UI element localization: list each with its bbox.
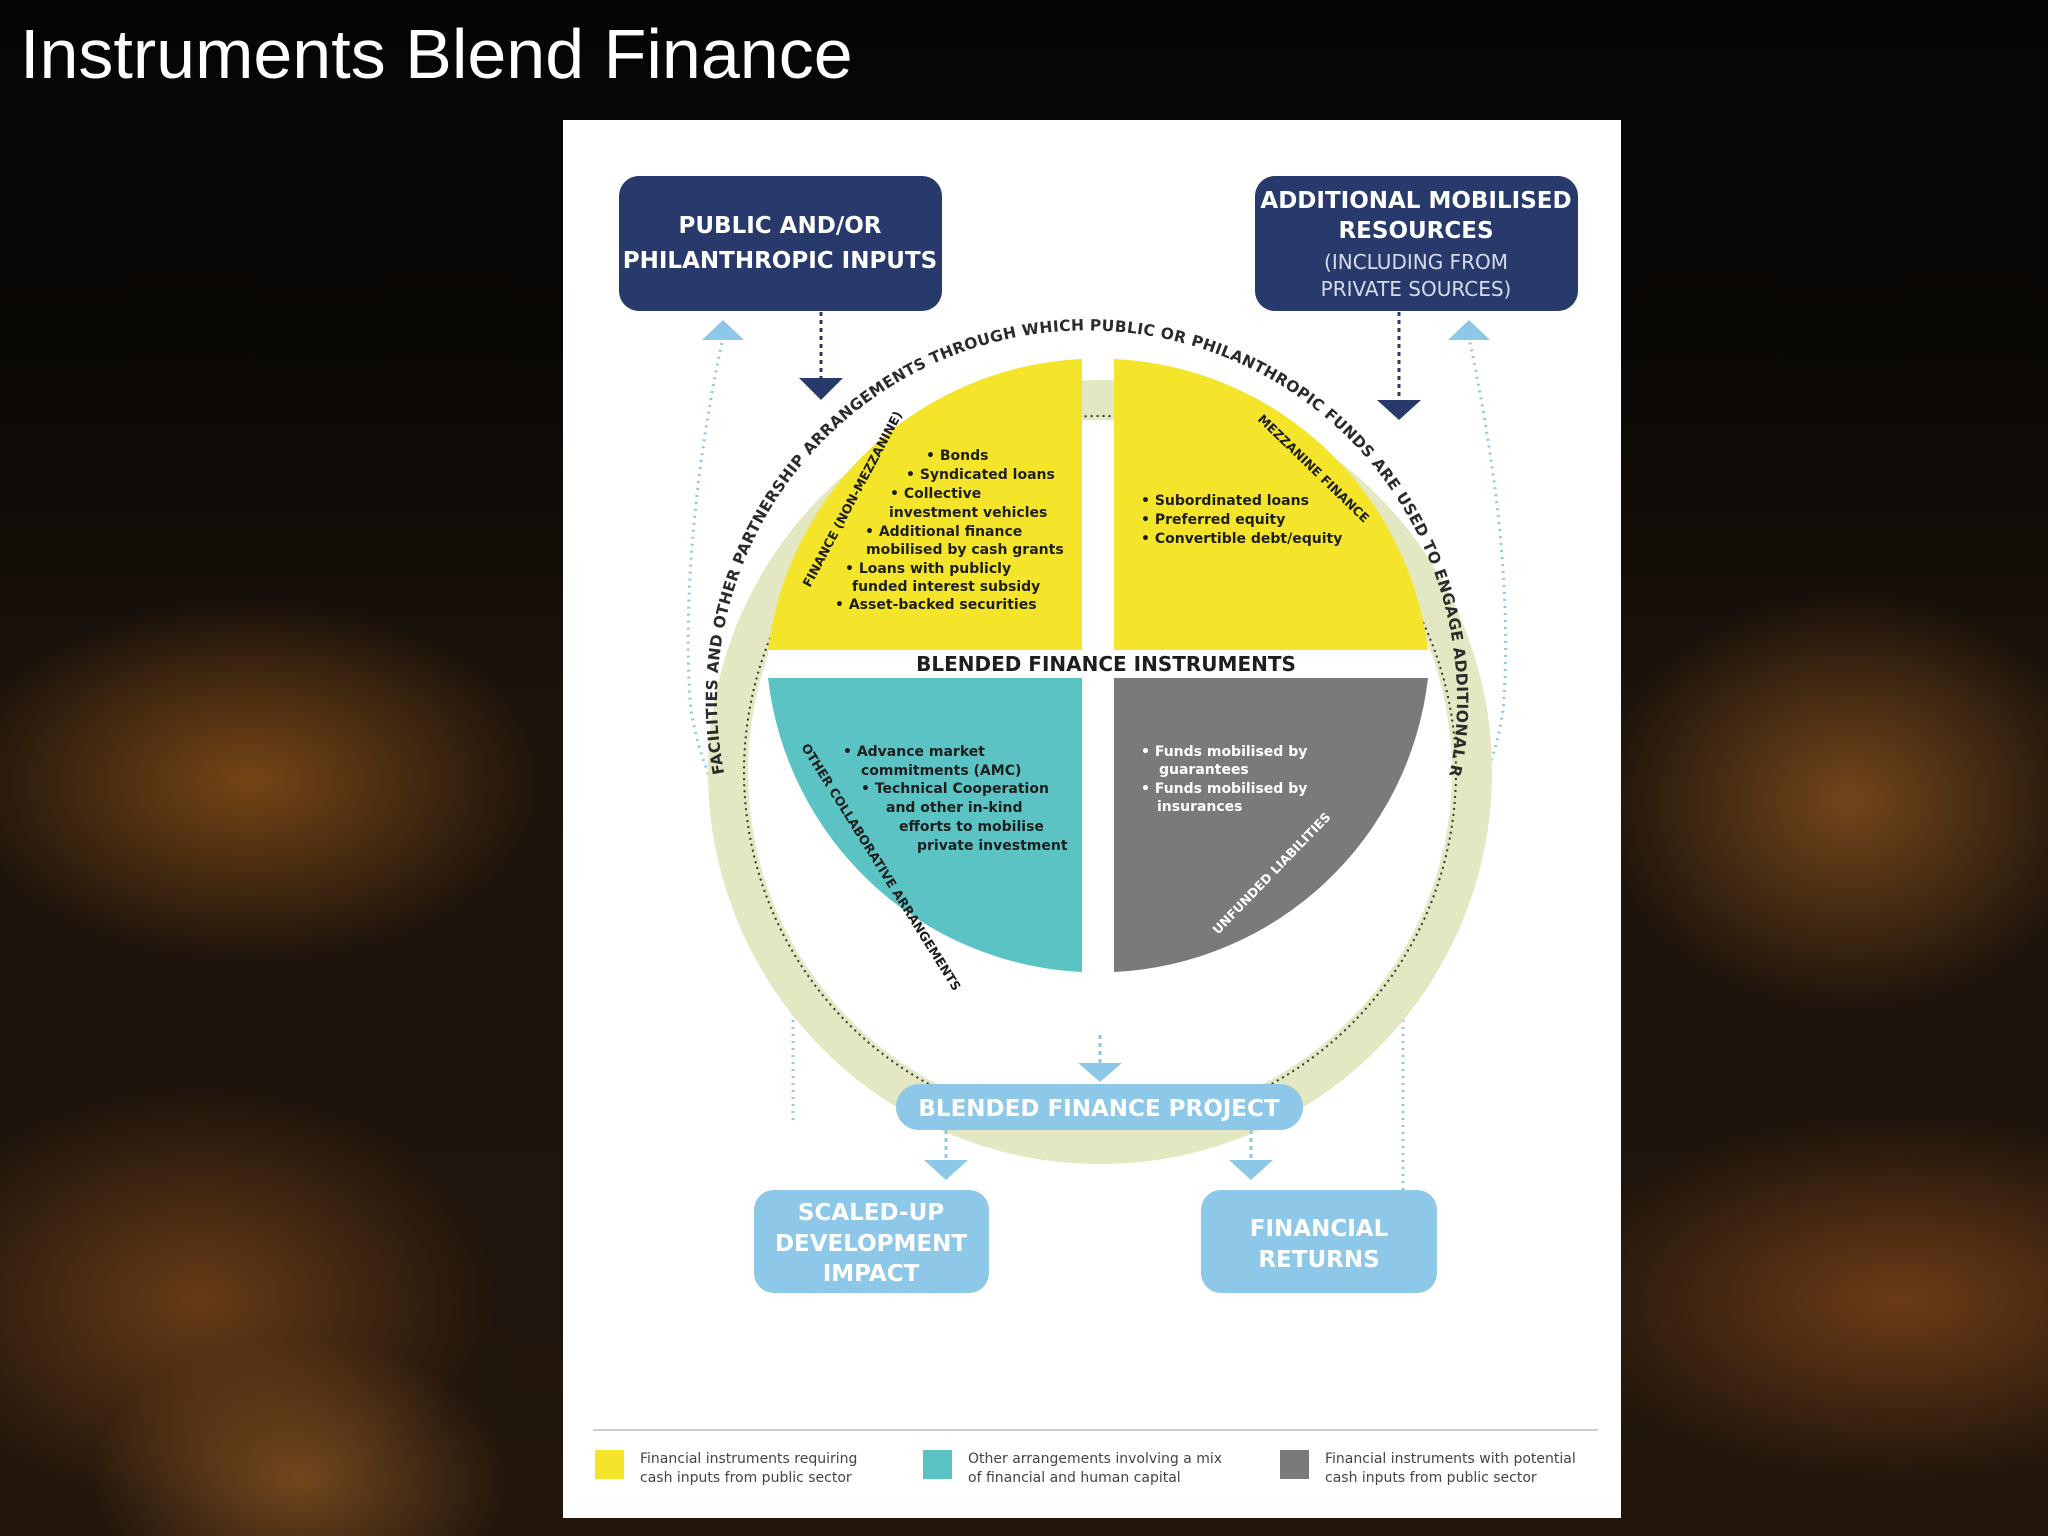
box-line: SCALED-UP: [798, 1200, 944, 1226]
list-item: • Bonds: [926, 448, 988, 464]
legend-text: of financial and human capital: [968, 1470, 1181, 1486]
list-item: insurances: [1157, 799, 1243, 815]
blended-finance-project-box: BLENDED FINANCE PROJECT: [896, 1084, 1303, 1130]
list-item: investment vehicles: [889, 505, 1047, 521]
box-line: RESOURCES: [1338, 218, 1493, 244]
list-item: commitments (AMC): [861, 763, 1021, 779]
list-item: • Funds mobilised by: [1141, 744, 1307, 760]
legend: Financial instruments requiring cash inp…: [595, 1450, 1576, 1486]
legend-text: Other arrangements involving a mix: [968, 1451, 1222, 1467]
center-band: [768, 650, 1428, 678]
returns-arrow-head: [1229, 1160, 1273, 1180]
box-line: ADDITIONAL MOBILISED: [1260, 188, 1571, 214]
list-item: • Advance market: [843, 744, 985, 760]
list-item: and other in-kind: [886, 800, 1023, 816]
box-line: PUBLIC AND/OR: [679, 213, 882, 239]
list-item: • Syndicated loans: [906, 467, 1055, 483]
impact-arrow-head: [924, 1160, 968, 1180]
legend-swatch-teal: [923, 1450, 952, 1479]
input-arrow-head: [799, 378, 843, 400]
list-item: • Technical Cooperation: [861, 781, 1049, 797]
list-item: guarantees: [1159, 762, 1249, 778]
bottom-left-items: • Advance market commitments (AMC) • Tec…: [843, 744, 1068, 854]
list-item: funded interest subsidy: [852, 579, 1040, 595]
legend-swatch-gray: [1280, 1450, 1309, 1479]
slide-title: Instruments Blend Finance: [20, 15, 853, 93]
list-item: private investment: [917, 838, 1068, 854]
list-item: • Additional finance: [865, 524, 1022, 540]
scaled-up-development-impact-box: SCALED-UP DEVELOPMENT IMPACT: [754, 1190, 989, 1293]
right-feedback-arrowhead: [1448, 320, 1490, 340]
legend-text: Financial instruments requiring: [640, 1451, 857, 1467]
legend-text: cash inputs from public sector: [1325, 1470, 1537, 1486]
box-line: FINANCIAL: [1250, 1216, 1389, 1242]
top-left-items: • Bonds • Syndicated loans • Collective …: [835, 448, 1064, 613]
list-item: • Asset-backed securities: [835, 597, 1037, 613]
left-feedback-arrowhead: [702, 320, 744, 340]
box-line: DEVELOPMENT: [775, 1231, 967, 1257]
project-label: BLENDED FINANCE PROJECT: [918, 1096, 1279, 1122]
public-philanthropic-inputs-box: PUBLIC AND/OR PHILANTHROPIC INPUTS: [619, 176, 942, 311]
list-item: • Funds mobilised by: [1141, 781, 1307, 797]
list-item: • Convertible debt/equity: [1141, 531, 1342, 547]
resources-arrow-head: [1377, 400, 1421, 420]
box-line: PHILANTHROPIC INPUTS: [623, 248, 937, 274]
list-item: efforts to mobilise: [899, 819, 1044, 835]
box-line: IMPACT: [823, 1261, 920, 1287]
quadrant-top-left-shape: [768, 359, 1082, 650]
blended-finance-diagram: PUBLIC AND/OR PHILANTHROPIC INPUTS ADDIT…: [563, 120, 1621, 1518]
list-item: • Collective: [890, 486, 981, 502]
project-arrow-head: [1078, 1063, 1122, 1082]
list-item: • Preferred equity: [1141, 512, 1285, 528]
box-line: RETURNS: [1258, 1247, 1379, 1273]
list-item: • Subordinated loans: [1141, 493, 1309, 509]
quadrant-bottom-right: [1114, 678, 1428, 972]
box-line: (INCLUDING FROM: [1324, 250, 1508, 274]
quadrant-top-right: [1114, 359, 1428, 650]
list-item: mobilised by cash grants: [866, 542, 1064, 558]
list-item: • Loans with publicly: [845, 561, 1011, 577]
center-label: BLENDED FINANCE INSTRUMENTS: [916, 652, 1296, 676]
top-right-items: • Subordinated loans • Preferred equity …: [1141, 493, 1342, 547]
box-line: PRIVATE SOURCES): [1321, 277, 1512, 301]
quadrant-bottom-left: [768, 678, 1082, 972]
legend-text: cash inputs from public sector: [640, 1470, 852, 1486]
financial-returns-box: FINANCIAL RETURNS: [1201, 1190, 1437, 1293]
legend-text: Financial instruments with potential: [1325, 1451, 1576, 1467]
legend-swatch-yellow: [595, 1450, 624, 1479]
bottom-right-items: • Funds mobilised by guarantees • Funds …: [1141, 744, 1307, 815]
additional-mobilised-resources-box: ADDITIONAL MOBILISED RESOURCES (INCLUDIN…: [1255, 176, 1578, 311]
